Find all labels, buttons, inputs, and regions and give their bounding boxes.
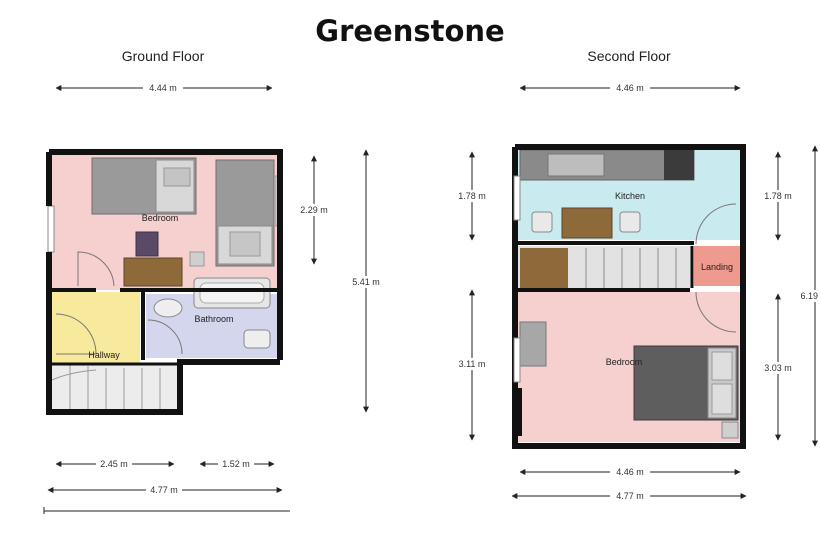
gf-chair	[135, 231, 159, 257]
ground-floor-title: Ground Floor	[121, 48, 205, 64]
gf-walls	[46, 149, 283, 415]
gf-bed-1	[91, 157, 197, 215]
gf-dim-bottom-total: 4.77 m	[150, 485, 178, 495]
sf-dim-left-upper: 1.78 m	[458, 191, 486, 201]
gf-dim-bottom-right: 1.52 m	[222, 459, 250, 469]
gf-stairs	[51, 364, 161, 410]
second-floor-title: Second Floor	[587, 48, 671, 64]
gf-dim-top-width: 4.44 m	[149, 83, 177, 93]
sf-dim-bottom-total: 4.77 m	[616, 491, 644, 501]
gf-dim-bottom-left: 2.45 m	[100, 459, 128, 469]
gf-toilet	[243, 329, 271, 349]
sf-table	[561, 207, 613, 239]
sf-kitchen-door	[695, 203, 737, 245]
gf-desk	[123, 257, 183, 287]
gf-bathroom-door	[147, 319, 183, 355]
sf-double-bed	[633, 345, 739, 421]
sf-stairs	[585, 248, 677, 288]
sf-landing-label: Landing	[701, 262, 733, 272]
gf-hallway-door	[55, 313, 97, 355]
sf-dim-right-total: 6.19	[800, 291, 818, 301]
gf-stairs-area	[52, 364, 178, 410]
gf-bin	[189, 251, 205, 267]
sf-kitchen-label: Kitchen	[615, 191, 645, 201]
sf-dim-top-width: 4.46 m	[616, 83, 644, 93]
gf-dim-right-tall: 5.41 m	[352, 277, 380, 287]
second-floor-plan	[512, 144, 746, 449]
sf-wardrobe	[519, 321, 547, 367]
gf-bed-2	[215, 159, 275, 267]
plan-title: Greenstone	[315, 14, 505, 48]
sf-dim-bottom-inner: 4.46 m	[616, 467, 644, 477]
sf-fridge	[664, 150, 694, 180]
ground-floor-plan	[46, 149, 283, 415]
sf-landing-area	[694, 246, 740, 286]
sf-dim-left-lower: 3.11 m	[459, 359, 486, 369]
gf-bedroom-label: Bedroom	[142, 213, 179, 223]
gf-bedroom-door	[77, 251, 115, 287]
sf-dim-right-upper: 1.78 m	[764, 191, 792, 201]
gf-bedroom-window	[47, 205, 55, 253]
sf-bedroom-label: Bedroom	[606, 357, 643, 367]
gf-dim-right-small: 2.29 m	[300, 205, 328, 215]
gf-bathroom-label: Bathroom	[194, 314, 233, 324]
gf-hallway-label: Hallway	[88, 350, 120, 360]
sf-bedroom-door	[695, 291, 737, 333]
sf-nightstand	[721, 421, 739, 439]
gf-sink	[153, 298, 183, 318]
sf-stair-landing	[520, 248, 568, 288]
sf-dim-right-lower: 3.03 m	[764, 363, 792, 373]
